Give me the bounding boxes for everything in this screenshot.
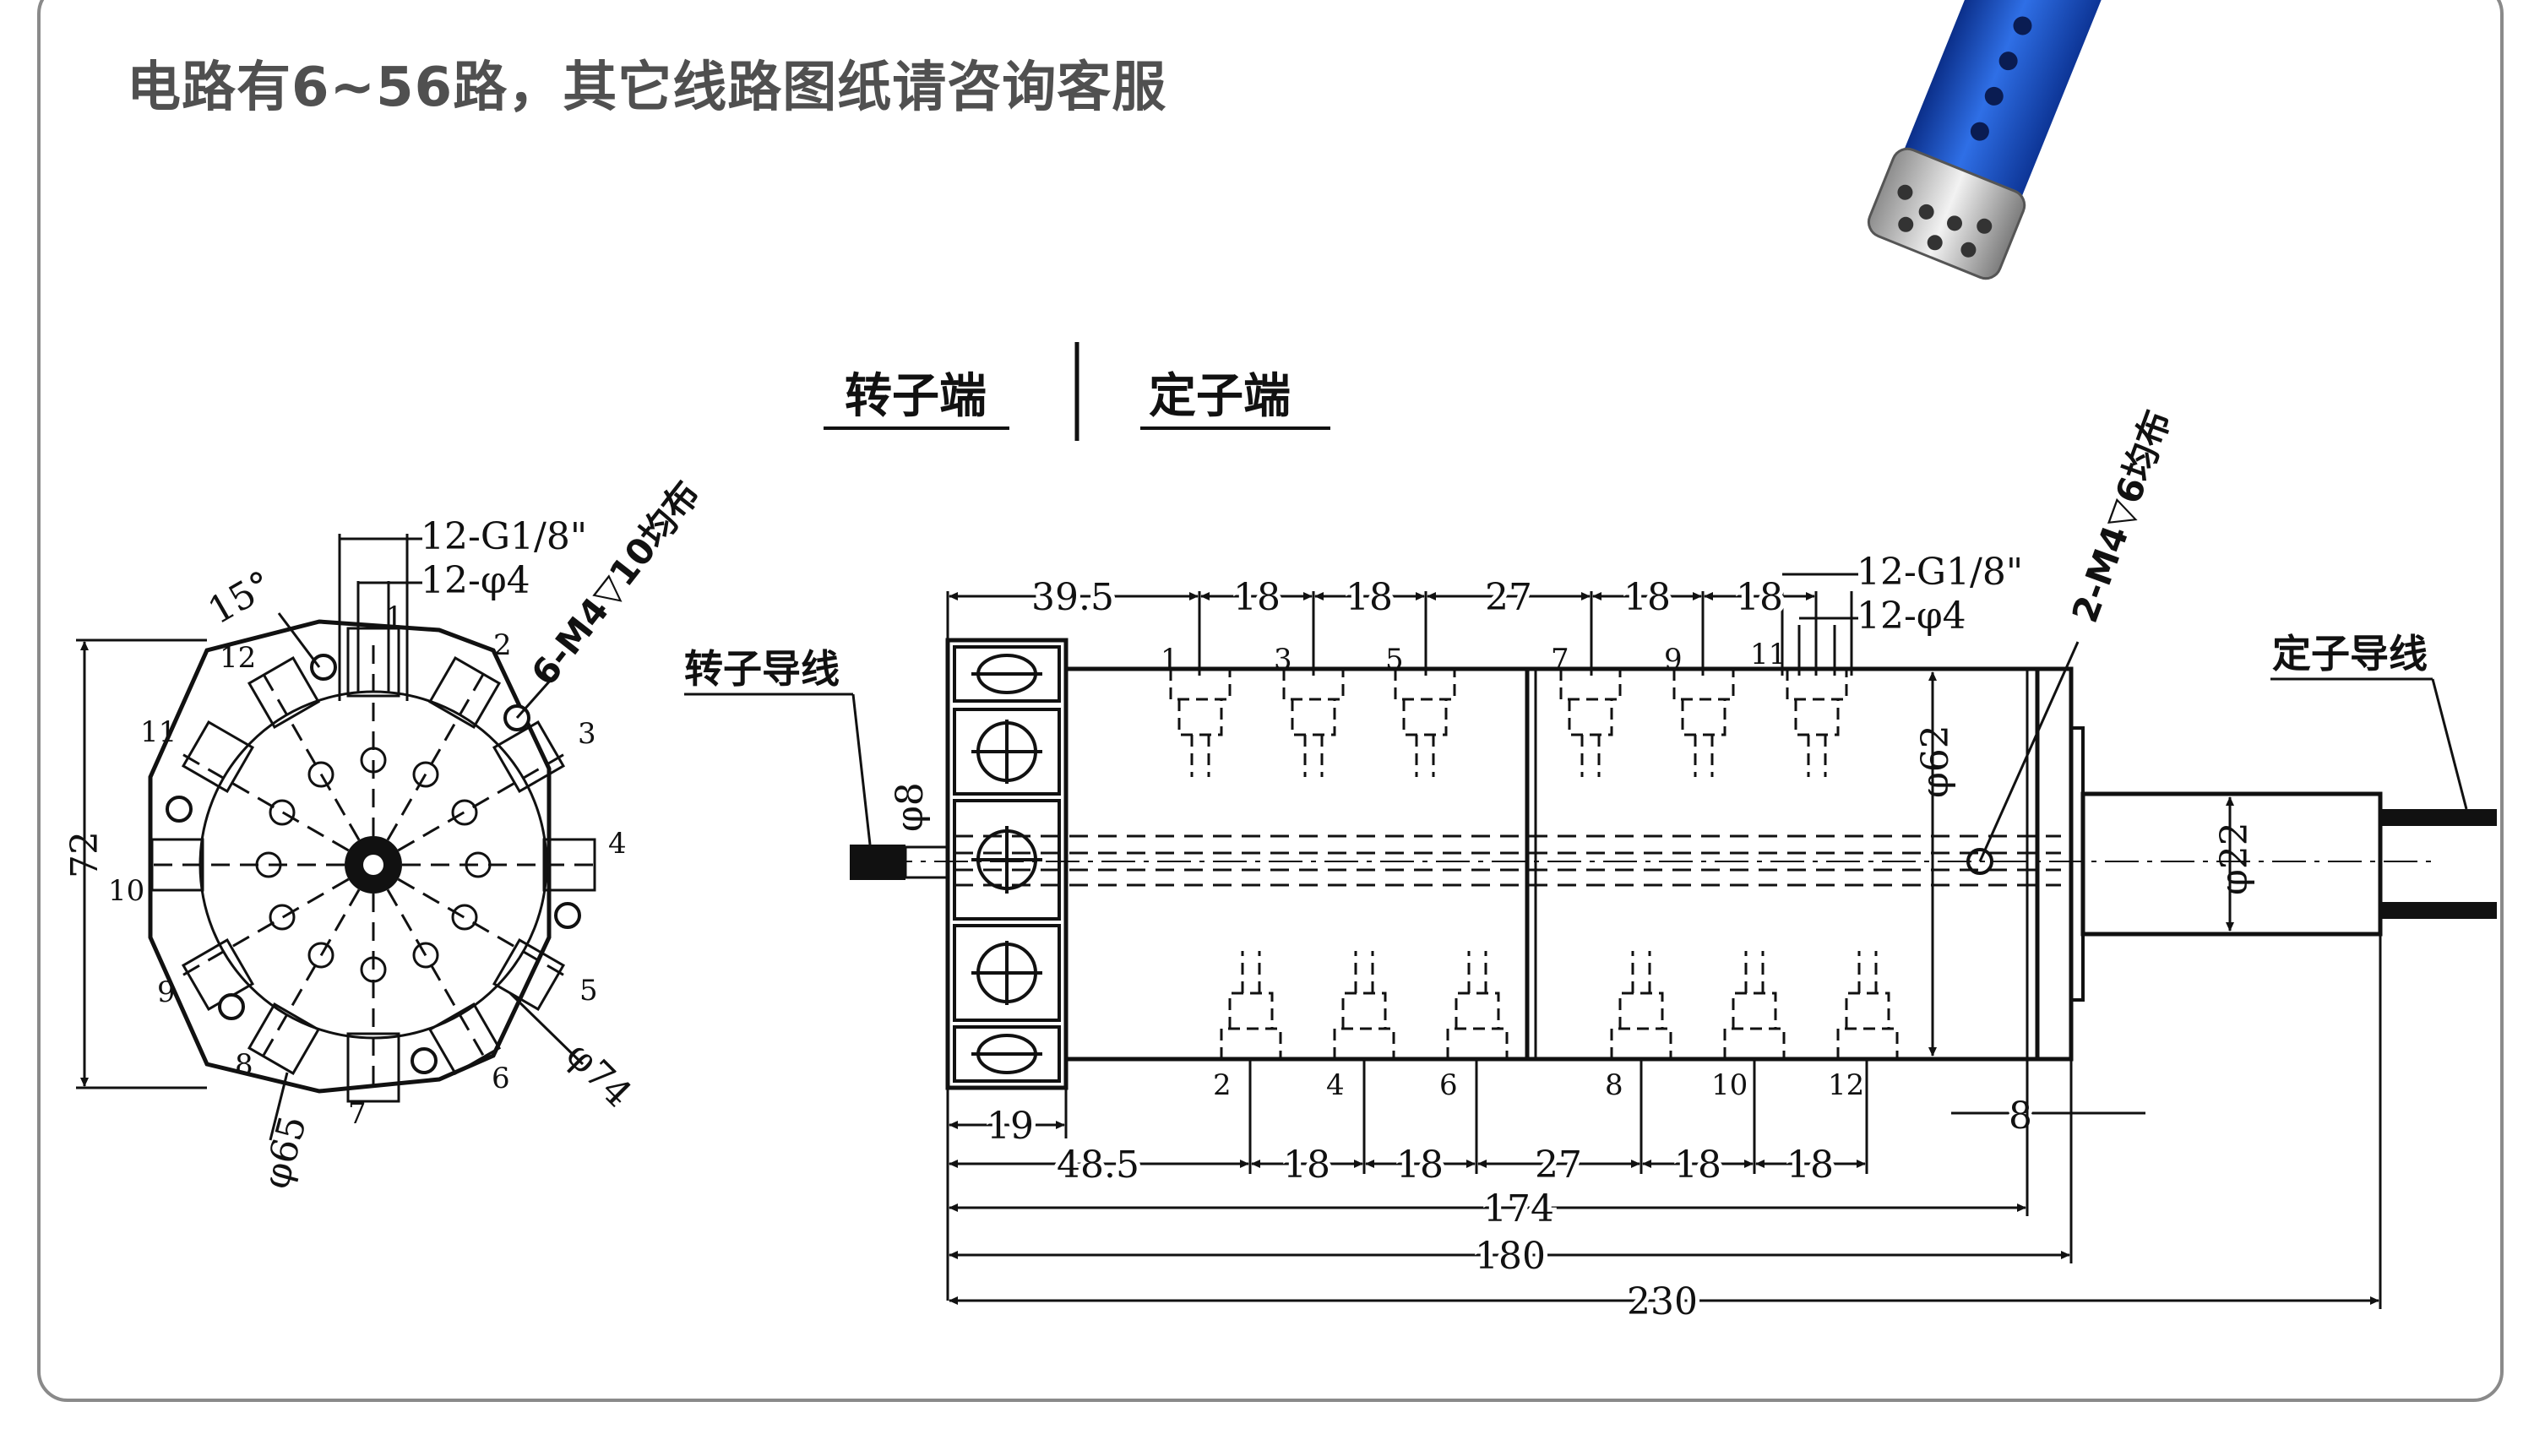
front-port-9: 9 [157, 975, 176, 1009]
length-230: 230 [1627, 1280, 1698, 1323]
side-port-7: 7 [1551, 643, 1569, 676]
bottom-dim-4: 18 [1674, 1144, 1721, 1187]
bottom-dim-1: 18 [1283, 1144, 1330, 1187]
front-mount-holes: 6-M4▽10均布 [523, 474, 708, 694]
front-port-bore: 12-φ4 [421, 559, 530, 602]
front-port-2: 2 [493, 628, 512, 662]
flange-width: 19 [987, 1105, 1034, 1148]
side-stator-holes: 2-M4▽6均布 [2064, 405, 2178, 627]
end-gap: 8 [2009, 1095, 2032, 1138]
content-frame [37, 0, 2504, 1402]
front-port-8: 8 [235, 1048, 253, 1082]
front-dia-outer: φ74 [557, 1034, 639, 1116]
length-174: 174 [1483, 1187, 1554, 1231]
side-port-10: 10 [1711, 1068, 1748, 1102]
length-180: 180 [1475, 1235, 1546, 1278]
front-port-11: 11 [140, 715, 177, 749]
side-port-bore: 12-φ4 [1857, 595, 1966, 638]
stator-end-label: 定子端 [1149, 369, 1291, 424]
side-port-6: 6 [1439, 1068, 1458, 1102]
top-dim-3: 27 [1485, 576, 1532, 619]
bottom-dim-3: 27 [1535, 1144, 1582, 1187]
top-dim-5: 18 [1736, 576, 1783, 619]
front-port-10: 10 [108, 874, 144, 908]
side-dia-body: φ62 [1914, 725, 1957, 798]
side-port-4: 4 [1326, 1068, 1345, 1102]
product-image [1867, 0, 2107, 280]
top-dim-2: 18 [1346, 576, 1393, 619]
side-port-9: 9 [1664, 643, 1683, 676]
front-port-1: 1 [385, 600, 404, 634]
headline-text: 电路有6~56路，其它线路图纸请咨询客服 [127, 57, 1167, 119]
side-port-1: 1 [1161, 643, 1179, 676]
bottom-dim-5: 18 [1786, 1144, 1834, 1187]
front-port-3: 3 [578, 717, 596, 751]
top-dim-4: 18 [1623, 576, 1671, 619]
side-port-3: 3 [1274, 643, 1292, 676]
side-port-12: 12 [1828, 1068, 1864, 1102]
front-port-4: 4 [608, 827, 627, 861]
side-port-thread: 12-G1/8" [1857, 551, 2023, 594]
top-dim-1: 18 [1233, 576, 1281, 619]
side-dia-stator: φ22 [2213, 822, 2256, 895]
rotor-lead-label: 转子导线 [684, 646, 840, 692]
bottom-dim-2: 18 [1396, 1144, 1444, 1187]
side-dia-shaft: φ8 [889, 782, 932, 832]
front-port-12: 12 [220, 641, 256, 675]
front-port-7: 7 [348, 1097, 367, 1131]
front-angle: 15° [201, 562, 280, 633]
side-port-5: 5 [1385, 643, 1404, 676]
front-view: 12-G1/8" 12-φ4 15° 6-M4▽10均布 72 φ74 φ65 … [63, 474, 708, 1193]
front-port-5: 5 [579, 974, 598, 1008]
side-view: 转子导线 φ8 φ22 [684, 405, 2497, 1328]
top-dim-0: 39.5 [1031, 576, 1114, 619]
side-port-11: 11 [1750, 638, 1786, 671]
side-port-8: 8 [1605, 1068, 1623, 1102]
bottom-dim-0: 48.5 [1057, 1144, 1139, 1187]
front-port-6: 6 [492, 1062, 510, 1095]
front-height: 72 [63, 831, 106, 878]
front-dia-pcd: φ65 [254, 1111, 315, 1193]
rotor-end-label: 转子端 [845, 369, 987, 424]
front-port-thread: 12-G1/8" [421, 515, 587, 558]
stator-lead-label: 定子导线 [2272, 631, 2428, 676]
side-port-2: 2 [1213, 1068, 1232, 1102]
